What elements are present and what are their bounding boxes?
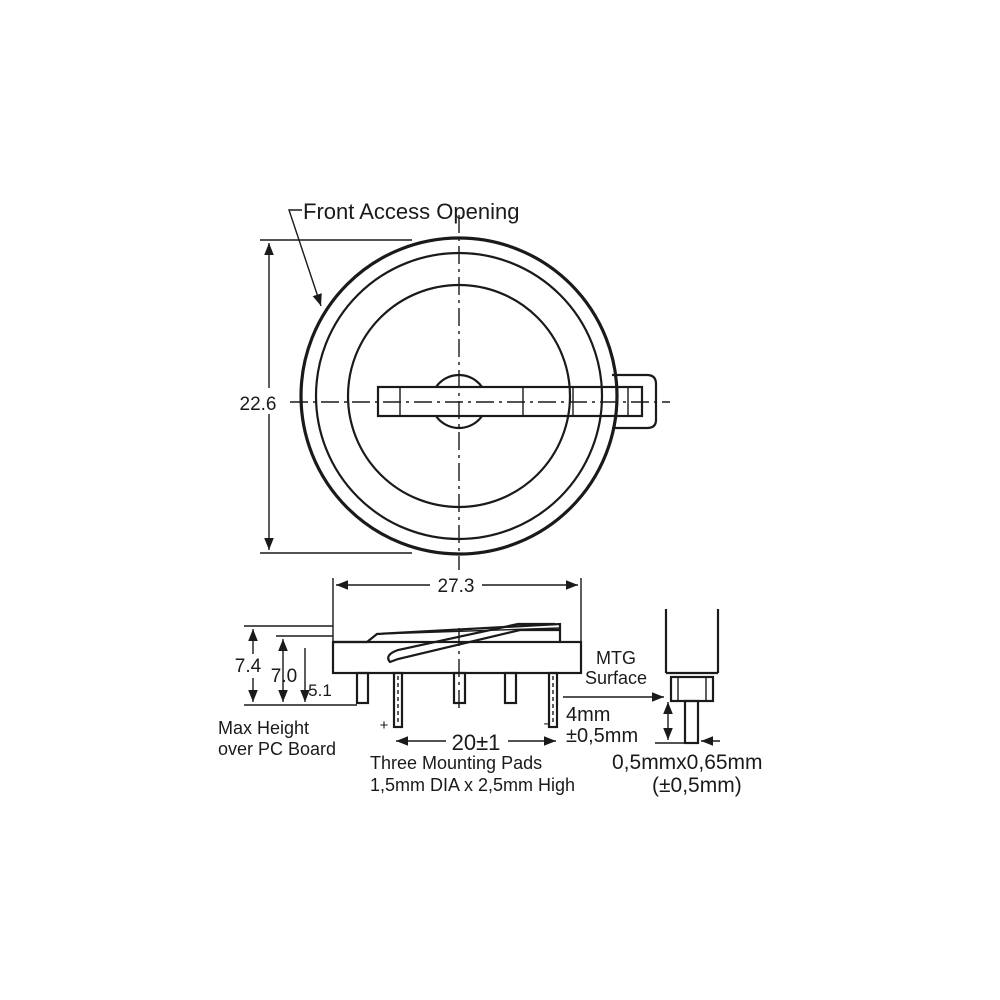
pin-detail: MTG Surface 4mm ±0,5mm 0,5mmx0,65mm (±0,… — [563, 609, 763, 797]
pads-line2: 1,5mm DIA x 2,5mm High — [370, 775, 575, 795]
pads-line1: Three Mounting Pads — [370, 753, 542, 773]
mtg-line1: MTG — [596, 648, 636, 668]
mtg-line2: Surface — [585, 668, 647, 688]
mounting-pad-right — [503, 671, 518, 705]
front-access-label: Front Access Opening — [303, 199, 519, 224]
plus-label: + — [380, 717, 389, 734]
pin-size-line1: 0,5mmx0,65mm — [612, 751, 763, 774]
mounting-pad-center — [452, 671, 467, 705]
pin-negative — [547, 671, 559, 729]
holder-body — [331, 640, 583, 675]
pin-size-line2: (±0,5mm) — [652, 774, 742, 797]
mounting-pad-left — [355, 671, 370, 705]
width-label: 27.3 — [438, 576, 475, 597]
height-base-label: 5.1 — [308, 681, 332, 700]
spring-clip — [387, 622, 560, 664]
pin-positive — [392, 671, 404, 729]
pitch-label: 20±1 — [452, 730, 501, 755]
minus-label: - — [544, 715, 549, 732]
pin-length-line1: 4mm — [566, 704, 610, 726]
side-view: 27.3 + - 20±1 7.4 7.0 5.1 Max He — [218, 573, 583, 795]
height-body-label: 7.0 — [271, 666, 297, 687]
top-view: 22.6 Front Access Opening — [236, 199, 670, 570]
front-access-leader — [288, 209, 322, 307]
diameter-label: 22.6 — [240, 394, 277, 415]
max-height-line2: over PC Board — [218, 739, 336, 759]
height-max-label: 7.4 — [235, 656, 262, 677]
max-height-line1: Max Height — [218, 718, 309, 738]
pin-length-line2: ±0,5mm — [566, 725, 638, 747]
pin-detail-pin — [683, 699, 700, 745]
